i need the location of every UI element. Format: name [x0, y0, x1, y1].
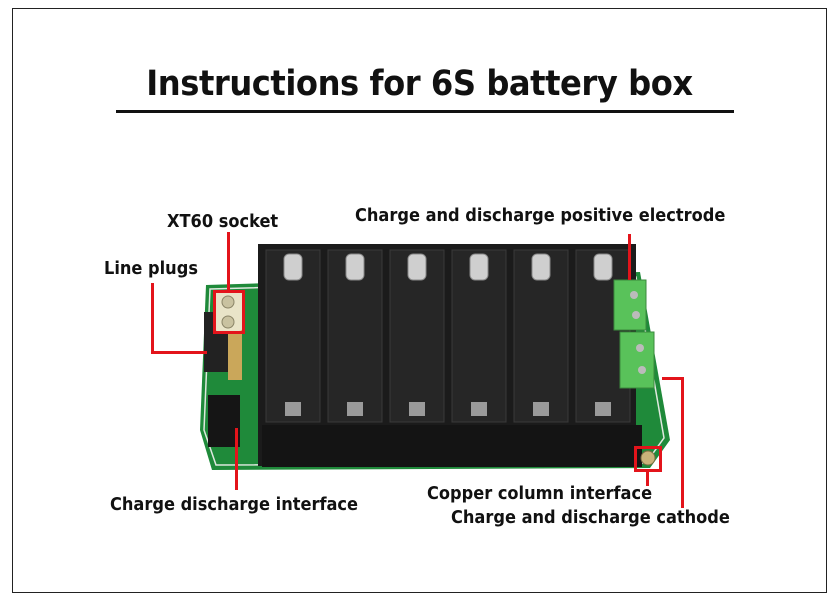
battery-contact-clip	[593, 253, 613, 281]
battery-spring-contact	[285, 402, 301, 416]
battery-spring-contact	[533, 402, 549, 416]
xt60-pin-2	[221, 315, 235, 329]
copper-pointer	[646, 472, 649, 486]
copper-column	[640, 450, 656, 466]
battery-contact-clip	[283, 253, 303, 281]
battery-contact-clip	[469, 253, 489, 281]
battery-spring-contact	[471, 402, 487, 416]
label-line-plugs: Line plugs	[104, 258, 198, 279]
battery-contact-clip	[531, 253, 551, 281]
xt60-socket-body	[213, 291, 243, 331]
positive-pointer	[628, 234, 631, 280]
battery-spring-contact	[595, 402, 611, 416]
frame-left	[12, 8, 13, 593]
holder-rail	[262, 425, 642, 467]
terminal-screw-1	[630, 291, 638, 299]
terminal-block-bottom	[619, 331, 655, 389]
dc-jack	[208, 395, 240, 447]
line-plug-pins	[228, 330, 242, 380]
cathode-pointer-v	[681, 377, 684, 508]
page-title: Instructions for 6S battery box	[146, 64, 693, 104]
terminal-screw-4	[638, 366, 646, 374]
label-cathode: Charge and discharge cathode	[451, 507, 730, 528]
title-underline	[116, 110, 734, 113]
xt60-pin-1	[221, 295, 235, 309]
battery-contact-clip	[345, 253, 365, 281]
copper-highlight-box	[634, 446, 662, 472]
charge-interface-pointer	[235, 428, 238, 490]
line-plugs-pointer-v	[151, 283, 154, 353]
battery-spring-contact	[347, 402, 363, 416]
line-plugs-pointer-h	[151, 351, 207, 354]
battery-slot	[327, 249, 383, 423]
frame-right	[826, 8, 827, 593]
battery-contact-clip	[407, 253, 427, 281]
label-positive-electrode: Charge and discharge positive electrode	[355, 205, 726, 226]
battery-slots	[265, 249, 631, 423]
xt60-pointer	[227, 232, 230, 290]
label-copper-column: Copper column interface	[427, 483, 653, 504]
terminal-block-top	[613, 279, 647, 331]
frame-bottom	[12, 592, 827, 593]
xt60-highlight-box	[213, 290, 245, 334]
label-xt60-socket: XT60 socket	[167, 211, 279, 232]
label-charge-interface: Charge discharge interface	[110, 494, 359, 515]
battery-spring-contact	[409, 402, 425, 416]
terminal-screw-2	[632, 311, 640, 319]
cathode-pointer-h	[662, 377, 684, 380]
frame-top	[12, 8, 827, 9]
terminal-screw-3	[636, 344, 644, 352]
